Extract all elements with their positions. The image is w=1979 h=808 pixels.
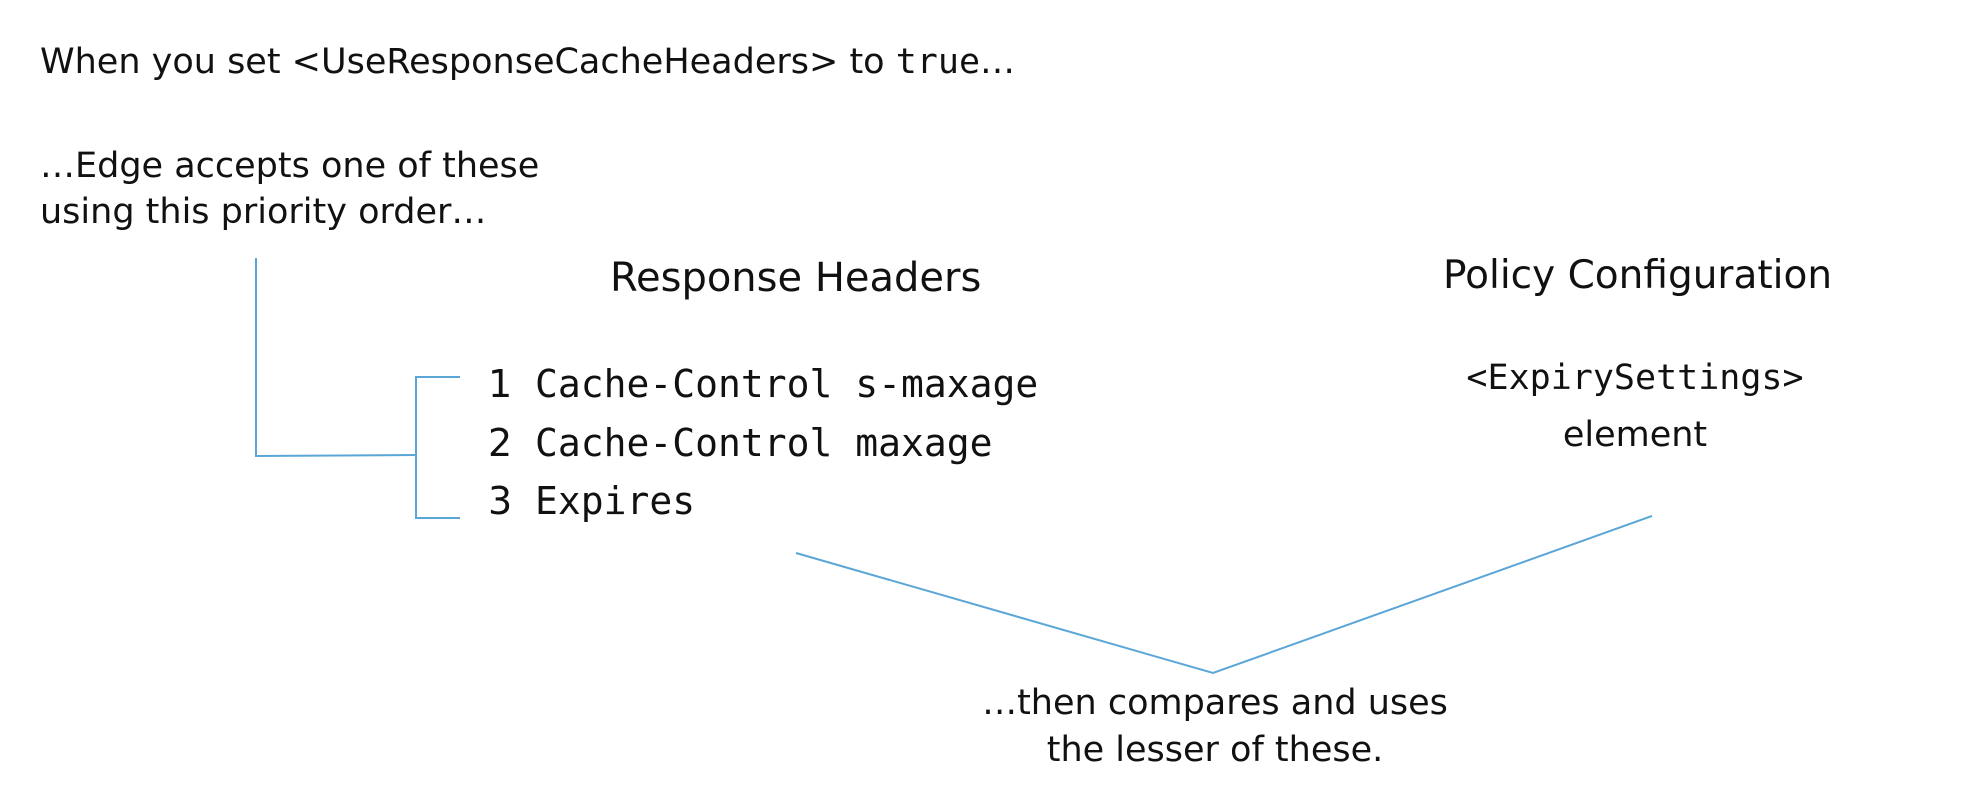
- connector-group: [255, 258, 1653, 675]
- item-number: 3: [488, 479, 513, 523]
- lesser-comparison-line: [795, 515, 1653, 675]
- item-label: Expires: [535, 479, 696, 523]
- result-text: …then compares and uses the lesser of th…: [965, 680, 1465, 774]
- expiry-settings-element-tag: <ExpirySettings>: [1466, 358, 1804, 398]
- intro-text: When you set <UseResponseCacheHeaders> t…: [40, 42, 1015, 82]
- response-header-item: 1 Cache-Control s-maxage: [488, 362, 1038, 406]
- priority-connector-line: [255, 258, 417, 458]
- expiry-settings-element-word: element: [1562, 415, 1708, 455]
- item-label: Cache-Control maxage: [535, 421, 993, 465]
- intro-prefix: When you set <UseResponseCacheHeaders> t…: [40, 42, 896, 82]
- item-number: 2: [488, 421, 513, 465]
- response-header-item: 3 Expires: [488, 479, 695, 523]
- intro-suffix: …: [980, 42, 1016, 82]
- priority-order-line-2: using this priority order…: [40, 192, 487, 232]
- response-headers-title: Response Headers: [610, 255, 982, 301]
- policy-configuration-title: Policy Configuration: [1443, 253, 1833, 298]
- intro-code: true: [895, 42, 981, 82]
- header-bracket-line: [415, 376, 460, 519]
- result-line-1: …then compares and uses: [982, 683, 1448, 723]
- result-line-2: the lesser of these.: [1046, 730, 1384, 770]
- priority-order-line-1: …Edge accepts one of these: [40, 146, 540, 186]
- priority-order-text: …Edge accepts one of these using this pr…: [40, 143, 539, 235]
- item-label: Cache-Control s-maxage: [535, 362, 1039, 406]
- response-header-item: 2 Cache-Control maxage: [488, 421, 993, 465]
- item-number: 1: [488, 362, 513, 406]
